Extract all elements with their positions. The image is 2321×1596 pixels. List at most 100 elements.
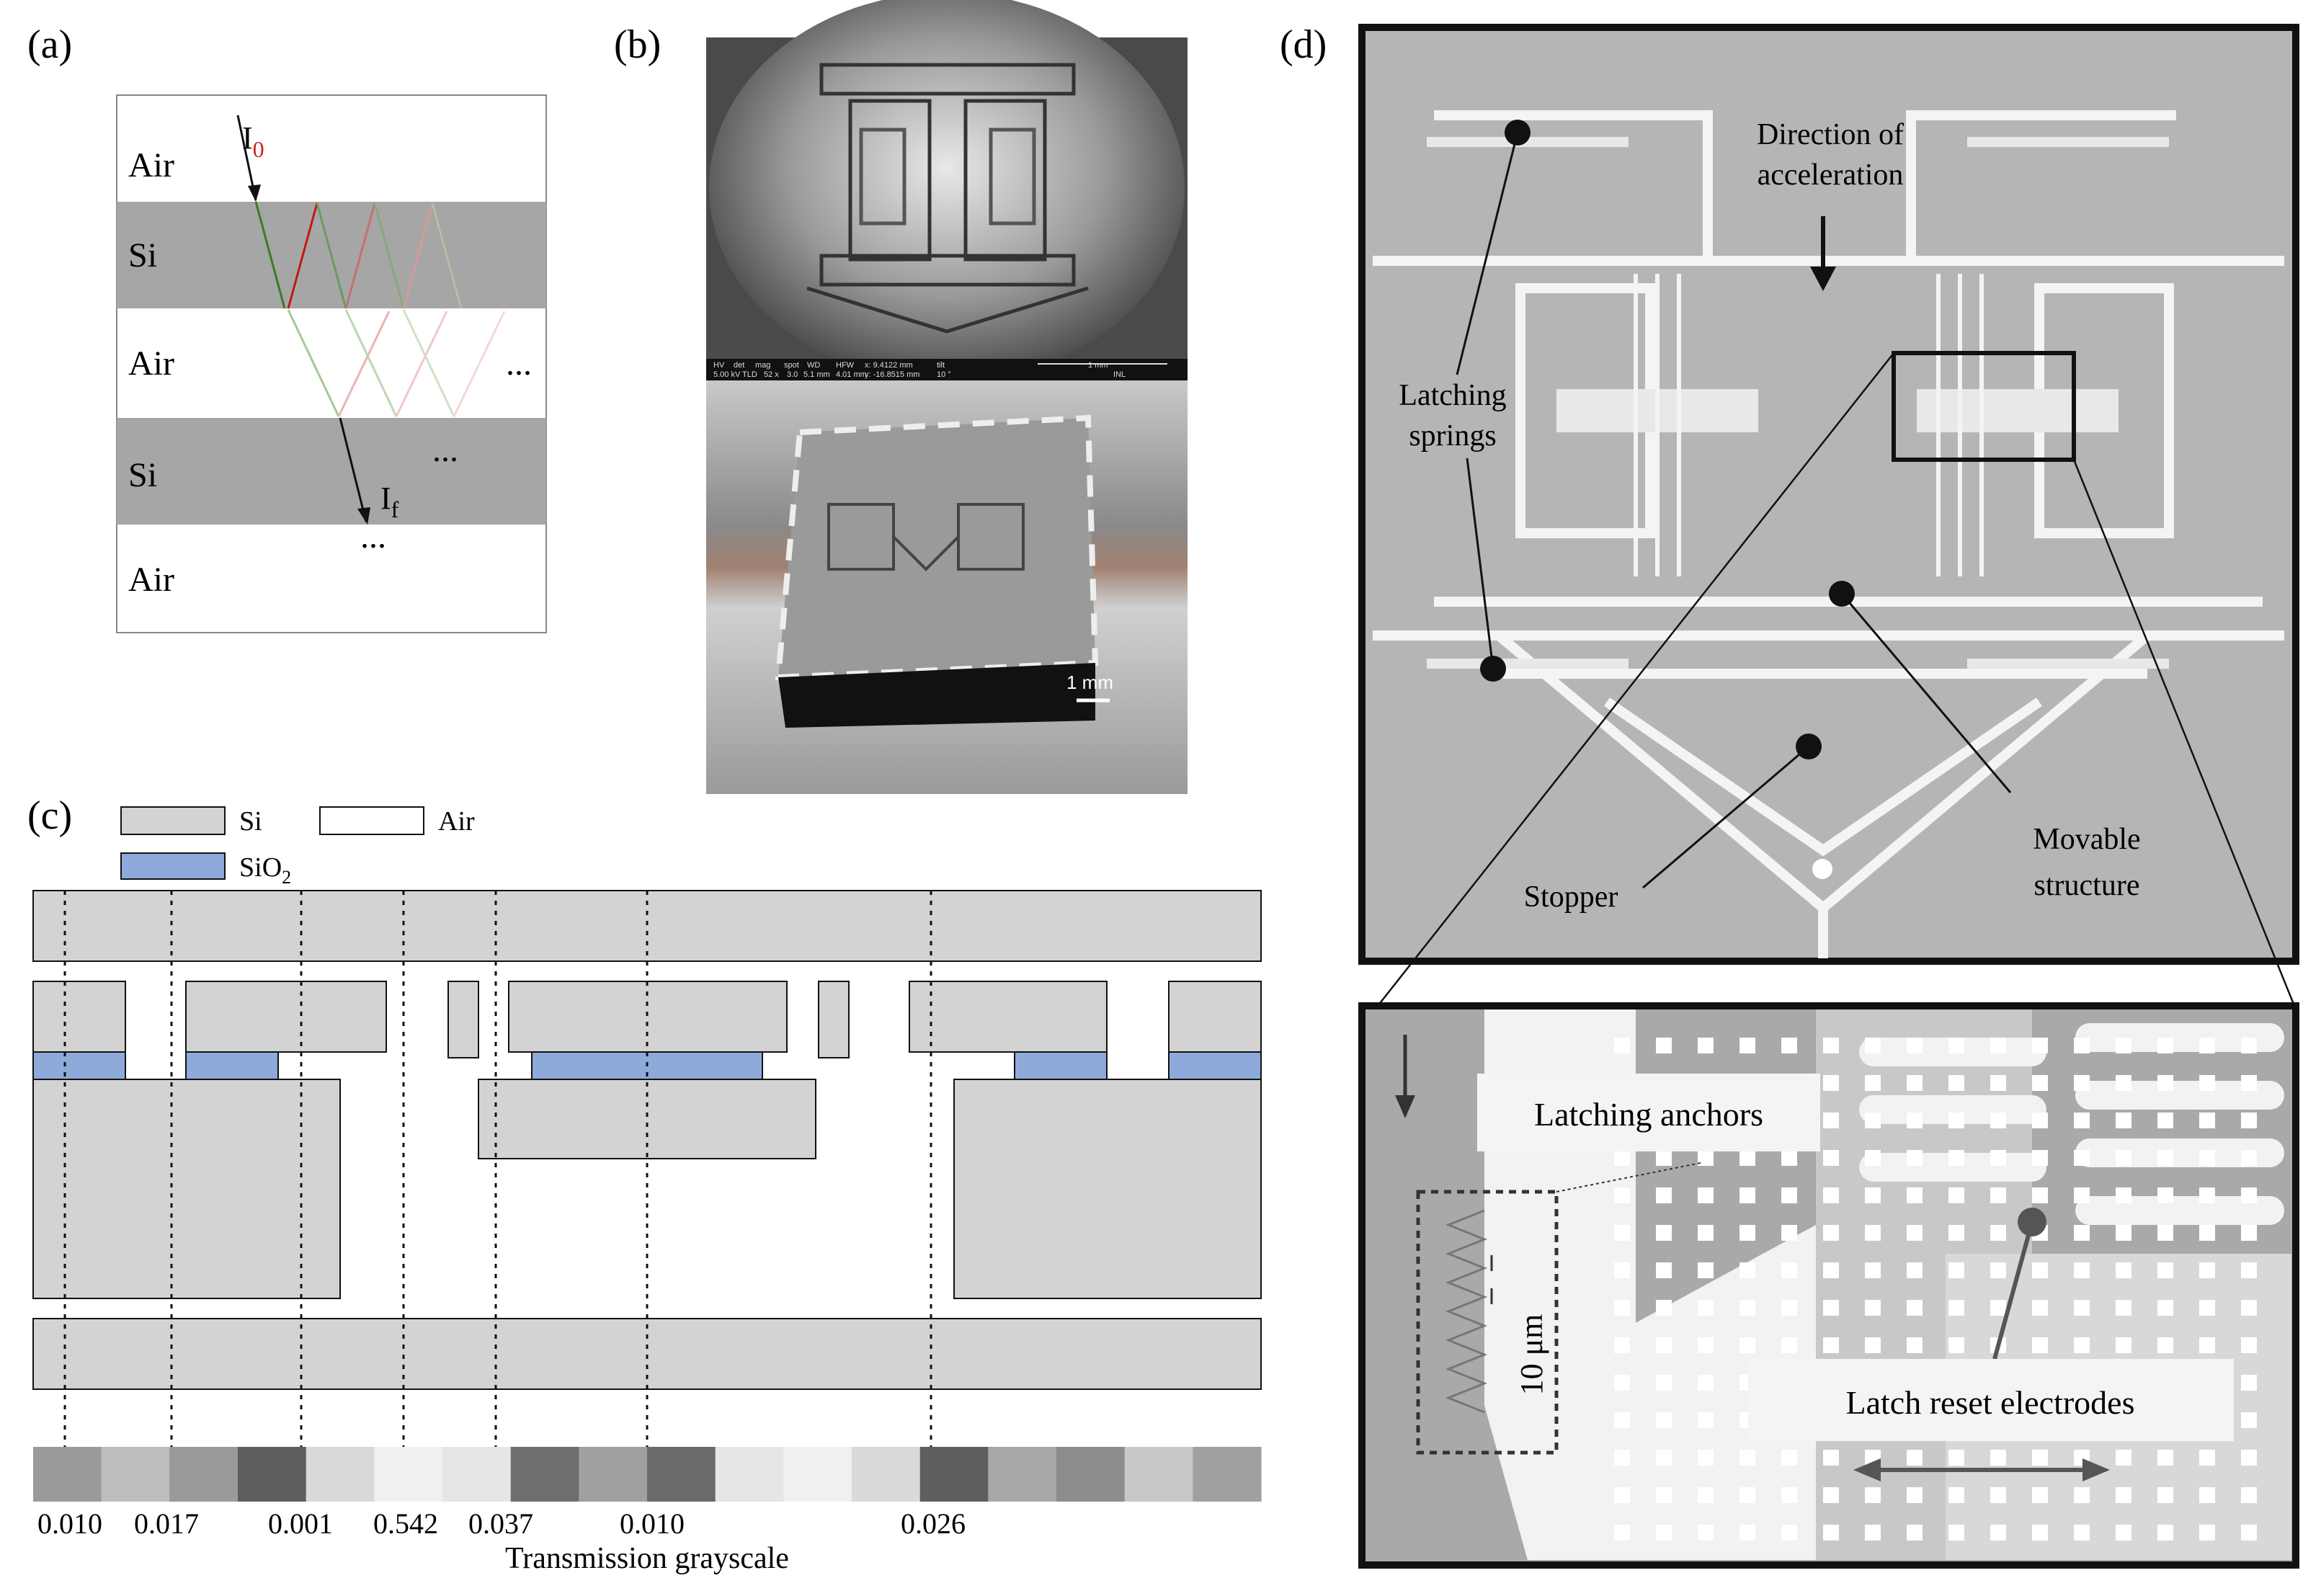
device-block-7	[1168, 981, 1262, 1053]
etch-hole	[1823, 1187, 1839, 1203]
etch-hole	[2116, 1225, 2131, 1241]
etch-hole	[1698, 1262, 1714, 1278]
etch-hole	[1656, 1450, 1672, 1466]
etch-hole	[1698, 1487, 1714, 1503]
etch-hole	[2032, 1187, 2048, 1203]
etch-hole	[1907, 1075, 1923, 1091]
etch-hole	[1614, 1375, 1630, 1391]
direction-label-line-2: acceleration	[1758, 159, 1904, 192]
etch-hole	[1990, 1113, 2006, 1128]
etch-hole	[1698, 1187, 1714, 1203]
etch-hole	[1739, 1262, 1755, 1278]
ellipsis-2: ...	[432, 431, 458, 469]
etch-hole	[2241, 1038, 2257, 1053]
device-block-5	[818, 981, 850, 1058]
etch-hole	[1781, 1525, 1797, 1541]
etch-hole	[1656, 1150, 1672, 1166]
panel-d: (d)	[1280, 22, 2299, 1569]
etch-hole	[1781, 1487, 1797, 1503]
grayscale-cell	[33, 1447, 102, 1502]
etch-hole	[2241, 1225, 2257, 1241]
sem-device	[806, 63, 1089, 334]
stopper-hole	[1812, 859, 1832, 879]
sem-val-wd: 5.1 mm	[803, 370, 830, 379]
handle-block-3	[953, 1079, 1262, 1299]
etch-hole	[2116, 1487, 2131, 1503]
etch-hole	[1698, 1412, 1714, 1428]
photo-scale-label: 1 mm	[1066, 672, 1113, 693]
etch-hole	[2199, 1300, 2215, 1316]
etch-hole	[1614, 1150, 1630, 1166]
value-label-1: 0.010	[37, 1507, 102, 1540]
etch-hole	[1990, 1187, 2006, 1203]
etch-hole	[1907, 1225, 1923, 1241]
sem-val-mag: 52 x	[764, 370, 779, 379]
sem-field-hfw: HFW	[836, 361, 855, 370]
etch-hole	[2032, 1487, 2048, 1503]
etch-hole	[1990, 1300, 2006, 1316]
etch-hole	[2157, 1300, 2173, 1316]
etch-hole	[2032, 1525, 2048, 1541]
layer-label-air-2: Air	[128, 344, 174, 383]
etch-hole	[2241, 1150, 2257, 1166]
etch-hole	[1823, 1525, 1839, 1541]
value-label-5: 0.037	[468, 1507, 533, 1540]
etch-hole	[1990, 1038, 2006, 1053]
ellipsis-3: ...	[360, 517, 386, 556]
etch-hole	[1656, 1300, 1672, 1316]
value-label-4: 0.542	[373, 1507, 438, 1540]
etch-hole	[2116, 1337, 2131, 1353]
etch-hole	[1990, 1525, 2006, 1541]
movable-line-2: structure	[2034, 869, 2140, 902]
etch-hole	[1614, 1412, 1630, 1428]
etch-hole	[2116, 1075, 2131, 1091]
etch-hole	[1656, 1038, 1672, 1053]
sem-val-det: TLD	[742, 370, 757, 379]
etch-hole	[1614, 1225, 1630, 1241]
grayscale-cell	[101, 1447, 170, 1502]
etch-hole	[2116, 1300, 2131, 1316]
electrode-arrow-right	[2082, 1458, 2110, 1481]
etch-hole	[2241, 1113, 2257, 1128]
grayscale-cell	[442, 1447, 512, 1502]
etch-hole	[1865, 1525, 1881, 1541]
etch-hole	[2032, 1038, 2048, 1053]
sem-field-x: x: 9.4122 mm	[865, 361, 913, 370]
anchor-teeth	[1445, 1209, 1488, 1414]
electrodes-label-box	[1748, 1359, 2234, 1441]
etch-hole	[1698, 1038, 1714, 1053]
etch-hole	[1990, 1225, 2006, 1241]
handle-block-1	[32, 1079, 341, 1299]
etch-hole	[1739, 1337, 1755, 1353]
etch-hole	[1739, 1487, 1755, 1503]
etch-hole	[2241, 1525, 2257, 1541]
etch-hole	[2074, 1113, 2090, 1128]
ray-red-3	[402, 202, 434, 309]
etch-hole	[1739, 1450, 1755, 1466]
etch-hole	[1865, 1187, 1881, 1203]
anchors-label-box	[1477, 1074, 1820, 1151]
etch-hole	[1739, 1225, 1755, 1241]
etch-hole	[1781, 1337, 1797, 1353]
grayscale-cell	[510, 1447, 579, 1502]
grayscale-cell	[1056, 1447, 1126, 1502]
electrode-leader	[1992, 1221, 2034, 1360]
etch-hole	[1656, 1225, 1672, 1241]
etch-hole	[2074, 1525, 2090, 1541]
etch-hole	[1948, 1038, 1964, 1053]
etch-hole	[1823, 1487, 1839, 1503]
etch-hole	[1823, 1300, 1839, 1316]
etch-hole	[2074, 1075, 2090, 1091]
etch-hole	[2032, 1150, 2048, 1166]
etch-hole	[1739, 1525, 1755, 1541]
etch-hole	[1907, 1487, 1923, 1503]
grayscale-cell	[374, 1447, 443, 1502]
ray-green-3	[373, 202, 405, 309]
legend-air-label: Air	[438, 806, 475, 837]
etch-hole	[1823, 1225, 1839, 1241]
etch-hole	[1614, 1450, 1630, 1466]
ray-red-2	[344, 202, 376, 309]
etch-hole	[1990, 1487, 2006, 1503]
value-label-6: 0.010	[620, 1507, 685, 1540]
